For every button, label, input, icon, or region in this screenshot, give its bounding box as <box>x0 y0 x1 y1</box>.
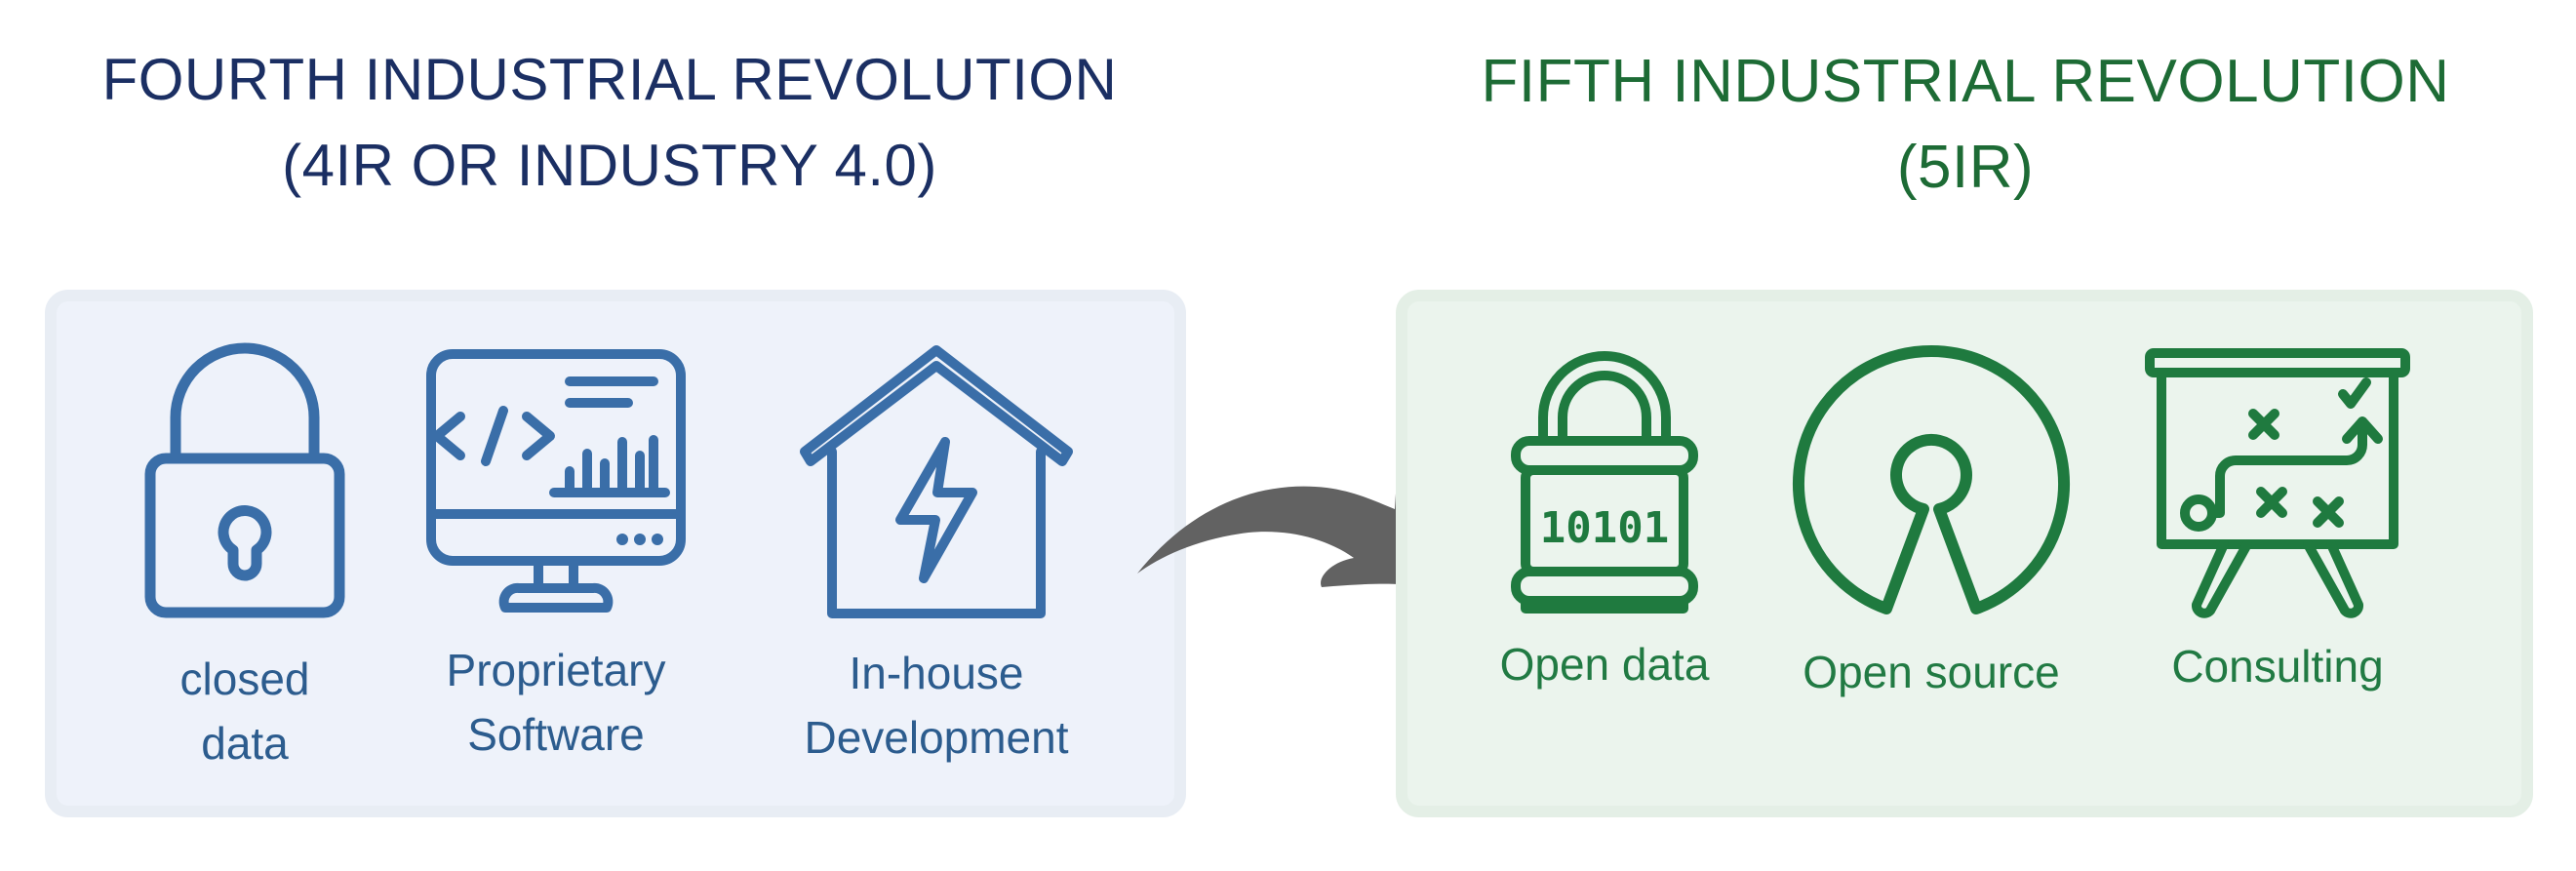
label-open-source: Open source <box>1803 647 2060 697</box>
right-title-line1: FIFTH INDUSTRIAL REVOLUTION <box>1481 48 2450 115</box>
label-closed: closed <box>179 653 310 704</box>
binary-text: 10101 <box>1540 503 1669 553</box>
label-open-data: Open data <box>1499 639 1710 690</box>
lock-icon <box>144 342 345 618</box>
label-consulting: Consulting <box>2171 641 2384 692</box>
item-open-data: 10101 Open data <box>1478 351 1731 696</box>
right-title-line2: (5IR) <box>1896 134 2035 201</box>
item-in-house-development: In-house Development <box>775 345 1097 770</box>
panel-5ir <box>1396 290 2533 817</box>
label-software: Software <box>467 709 645 760</box>
house-lightning-icon <box>800 345 1073 618</box>
label-in-house: In-house <box>849 648 1024 698</box>
monitor-code-icon <box>426 349 686 613</box>
right-title: FIFTH INDUSTRIAL REVOLUTION (5IR) <box>1405 39 2526 211</box>
left-title-line2: (4IR OR INDUSTRY 4.0) <box>282 133 937 198</box>
item-consulting: Consulting <box>2145 348 2410 698</box>
label-data: data <box>201 718 289 769</box>
label-proprietary: Proprietary <box>446 645 666 695</box>
left-title: FOURTH INDUSTRIAL REVOLUTION (4IR OR IND… <box>59 37 1161 209</box>
item-open-source: Open source <box>1775 345 2087 704</box>
item-closed-data: closed data <box>123 341 367 775</box>
item-proprietary-software: Proprietary Software <box>419 346 693 767</box>
curved-arrow-icon <box>1137 478 1442 587</box>
open-source-icon <box>1793 345 2070 614</box>
strategy-board-icon <box>2145 348 2410 618</box>
open-lock-binary-icon: 10101 <box>1511 351 1698 614</box>
label-development: Development <box>804 712 1069 763</box>
left-title-line1: FOURTH INDUSTRIAL REVOLUTION <box>101 47 1118 112</box>
